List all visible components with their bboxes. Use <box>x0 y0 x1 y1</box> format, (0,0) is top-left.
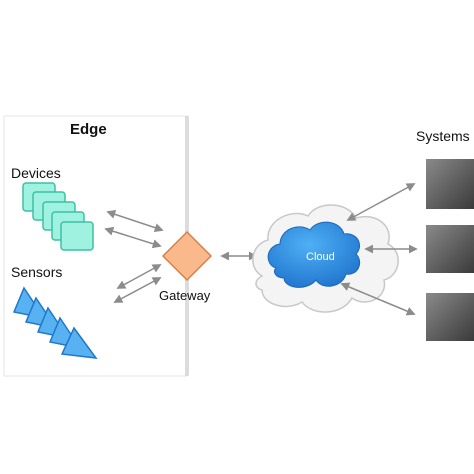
cloud-system-arrow <box>346 183 416 221</box>
device-gateway-arrow <box>104 226 162 249</box>
sensor-gateway-arrow <box>113 277 162 303</box>
device-card-icon <box>60 221 94 251</box>
system-box-icon <box>426 159 474 209</box>
systems-label: Systems <box>416 128 470 144</box>
sensors-label: Sensors <box>11 264 62 280</box>
cloud-system-arrow <box>340 282 416 316</box>
devices-group <box>22 182 94 251</box>
sensor-triangle-icon <box>60 326 98 359</box>
gateway-diamond-icon <box>161 230 213 282</box>
system-box-icon <box>426 293 474 341</box>
cloud-label: Cloud <box>306 251 335 263</box>
edge-title: Edge <box>70 121 107 138</box>
sensors-group <box>12 286 98 359</box>
cloud-icon <box>267 221 361 288</box>
gateway-label: Gateway <box>159 288 211 303</box>
devices-label: Devices <box>11 165 61 181</box>
system-box-icon <box>426 225 474 273</box>
